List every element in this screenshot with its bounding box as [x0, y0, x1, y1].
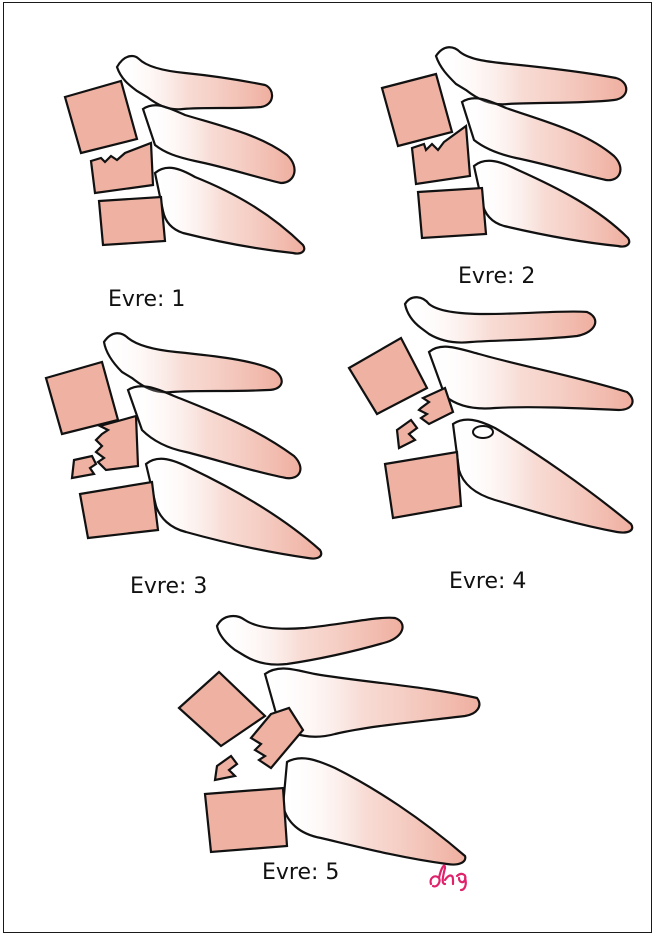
stage-3-diagram [42, 330, 332, 560]
artist-signature [427, 858, 483, 897]
stage-1-label: Evre: 1 [108, 287, 185, 312]
stage-4-label: Evre: 4 [449, 569, 526, 594]
stage-3-label: Evre: 3 [130, 574, 207, 599]
stage-4-diagram [345, 296, 640, 536]
stage-5-label: Evre: 5 [262, 860, 339, 885]
stage-2-label: Evre: 2 [458, 264, 535, 289]
stage-2-diagram [378, 40, 638, 255]
stage-1-diagram [55, 45, 315, 260]
stage-5-diagram [175, 612, 475, 877]
